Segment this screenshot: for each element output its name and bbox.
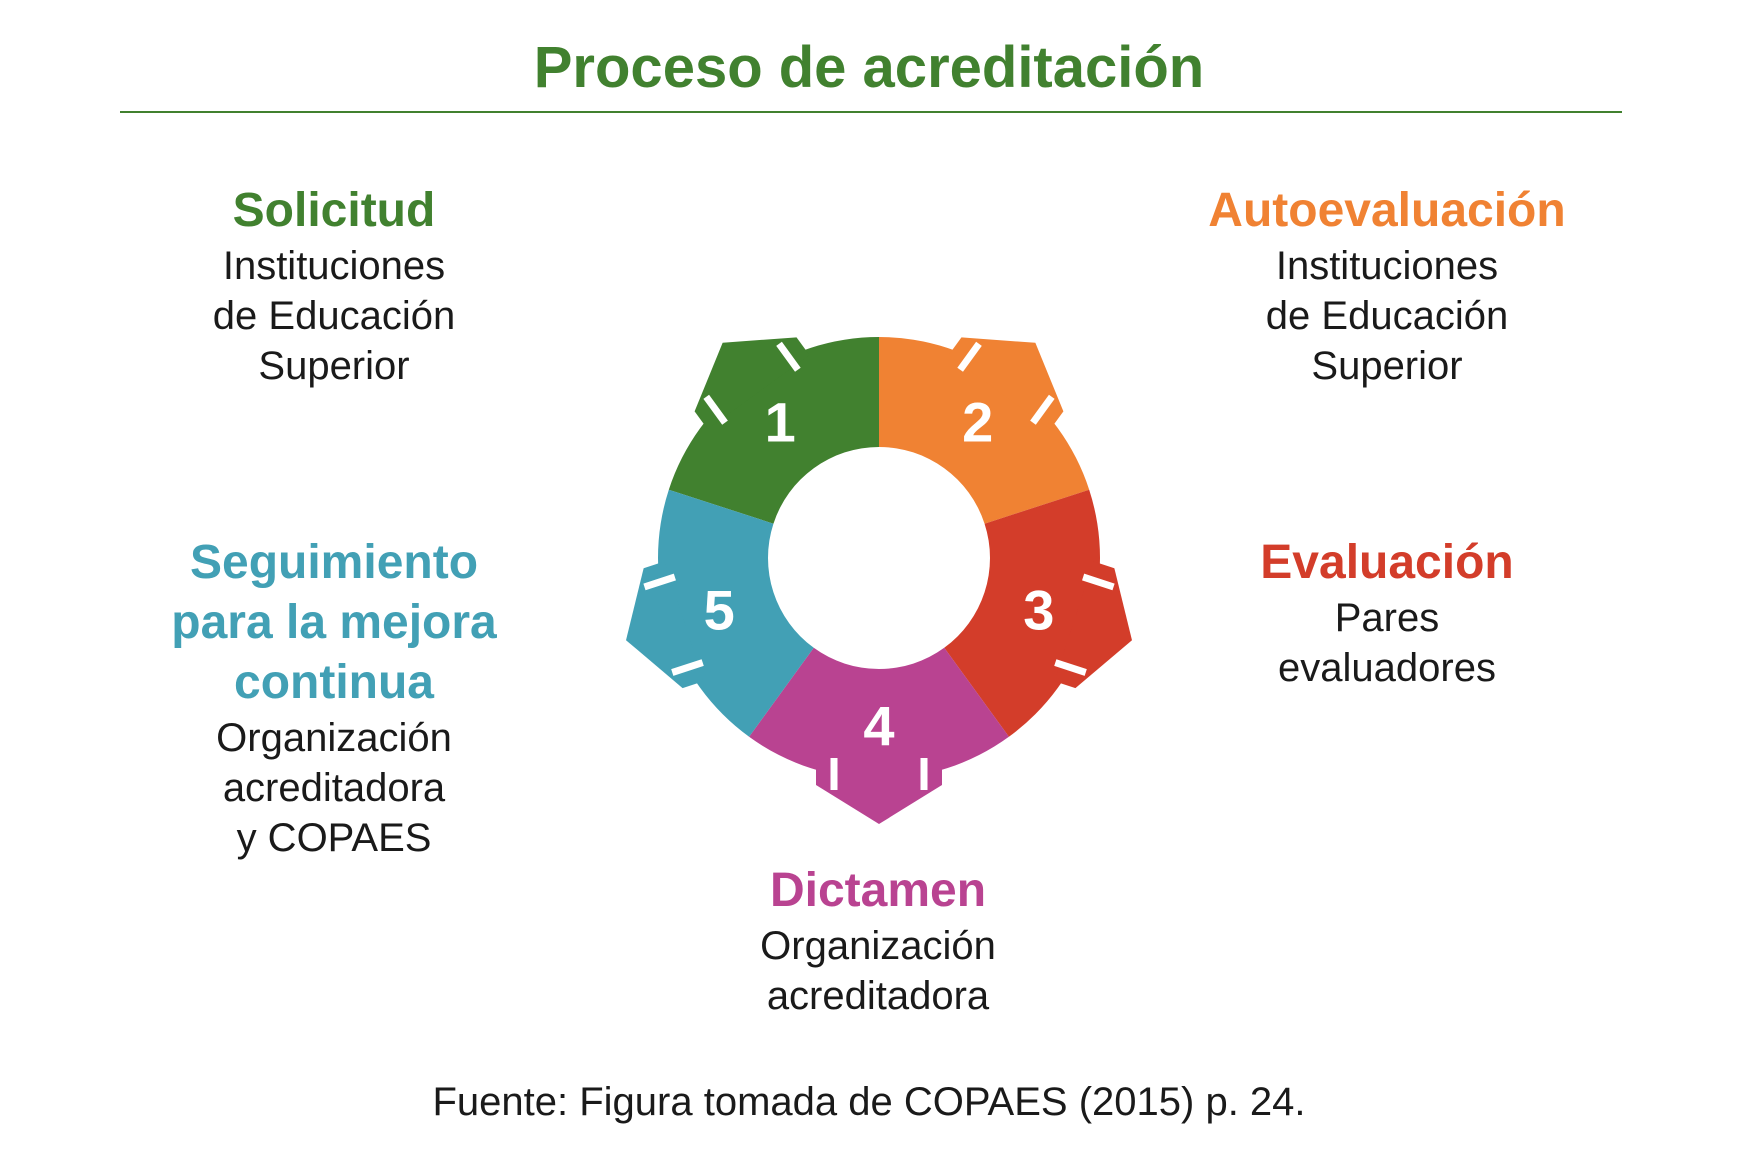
step-number: 2 [962,391,993,454]
step-3-label: Evaluación Pares evaluadores [1127,533,1647,693]
page-title: Proceso de acreditación [533,35,1205,100]
arrowhead-icon [948,337,1064,430]
arrowhead-icon [626,561,704,689]
step-4-label: Dictamen Organización acreditadora [618,861,1138,1021]
step-desc: evaluadores [1278,646,1496,690]
step-desc: Instituciones [1275,244,1499,288]
step-desc: y COPAES [236,816,432,860]
step-desc: Instituciones [222,244,446,288]
step-1-segment: 1 [668,337,879,524]
title-divider [120,111,1622,113]
step-number: 4 [863,695,894,758]
step-title: Dictamen [769,864,987,917]
step-2-label: Autoevaluación Instituciones de Educació… [1127,181,1647,391]
step-title: Seguimiento [189,536,479,589]
segment-shape [879,337,1090,524]
step-desc: Pares [1334,596,1440,640]
arrow-notch [1054,659,1087,676]
step-5-segment: 5 [626,489,814,737]
arrowhead-icon [1054,561,1132,689]
step-title: continua [234,656,434,709]
segment-shape [749,647,1009,779]
step-1-label: Solicitud Instituciones de Educación Sup… [74,181,594,391]
step-title: Autoevaluación [1208,184,1566,237]
arrow-notch [643,573,676,591]
step-desc: de Educación [1265,294,1509,338]
step-desc: Organización [760,924,996,968]
step-2-segment: 2 [879,337,1090,524]
arrowhead-icon [694,337,810,430]
step-desc: de Educación [212,294,456,338]
arrow-notch [776,341,801,372]
source-caption: Fuente: Figura tomada de COPAES (2015) p… [432,1080,1306,1124]
arrow-notch [957,341,982,372]
arrowhead-icon [816,763,942,824]
step-desc: acreditadora [766,974,990,1018]
step-title: Solicitud [232,184,436,237]
arrow-notch [703,394,728,425]
arrow-notch [1030,394,1055,425]
step-title: Evaluación [1260,536,1514,589]
step-desc: Organización [216,716,452,760]
step-desc: Superior [1311,344,1463,388]
step-desc: Superior [258,344,410,388]
step-number: 3 [1023,578,1054,641]
arrow-notch [1082,573,1115,591]
step-title: para la mejora [171,596,497,649]
step-4-segment: 4 [749,647,1009,824]
step-desc: acreditadora [222,766,446,810]
step-3-segment: 3 [944,489,1132,737]
step-5-label: Seguimiento para la mejora continua Orga… [74,533,594,863]
step-number: 5 [704,578,735,641]
step-number: 1 [765,391,796,454]
segment-shape [668,337,879,524]
arrow-notch [671,659,704,676]
